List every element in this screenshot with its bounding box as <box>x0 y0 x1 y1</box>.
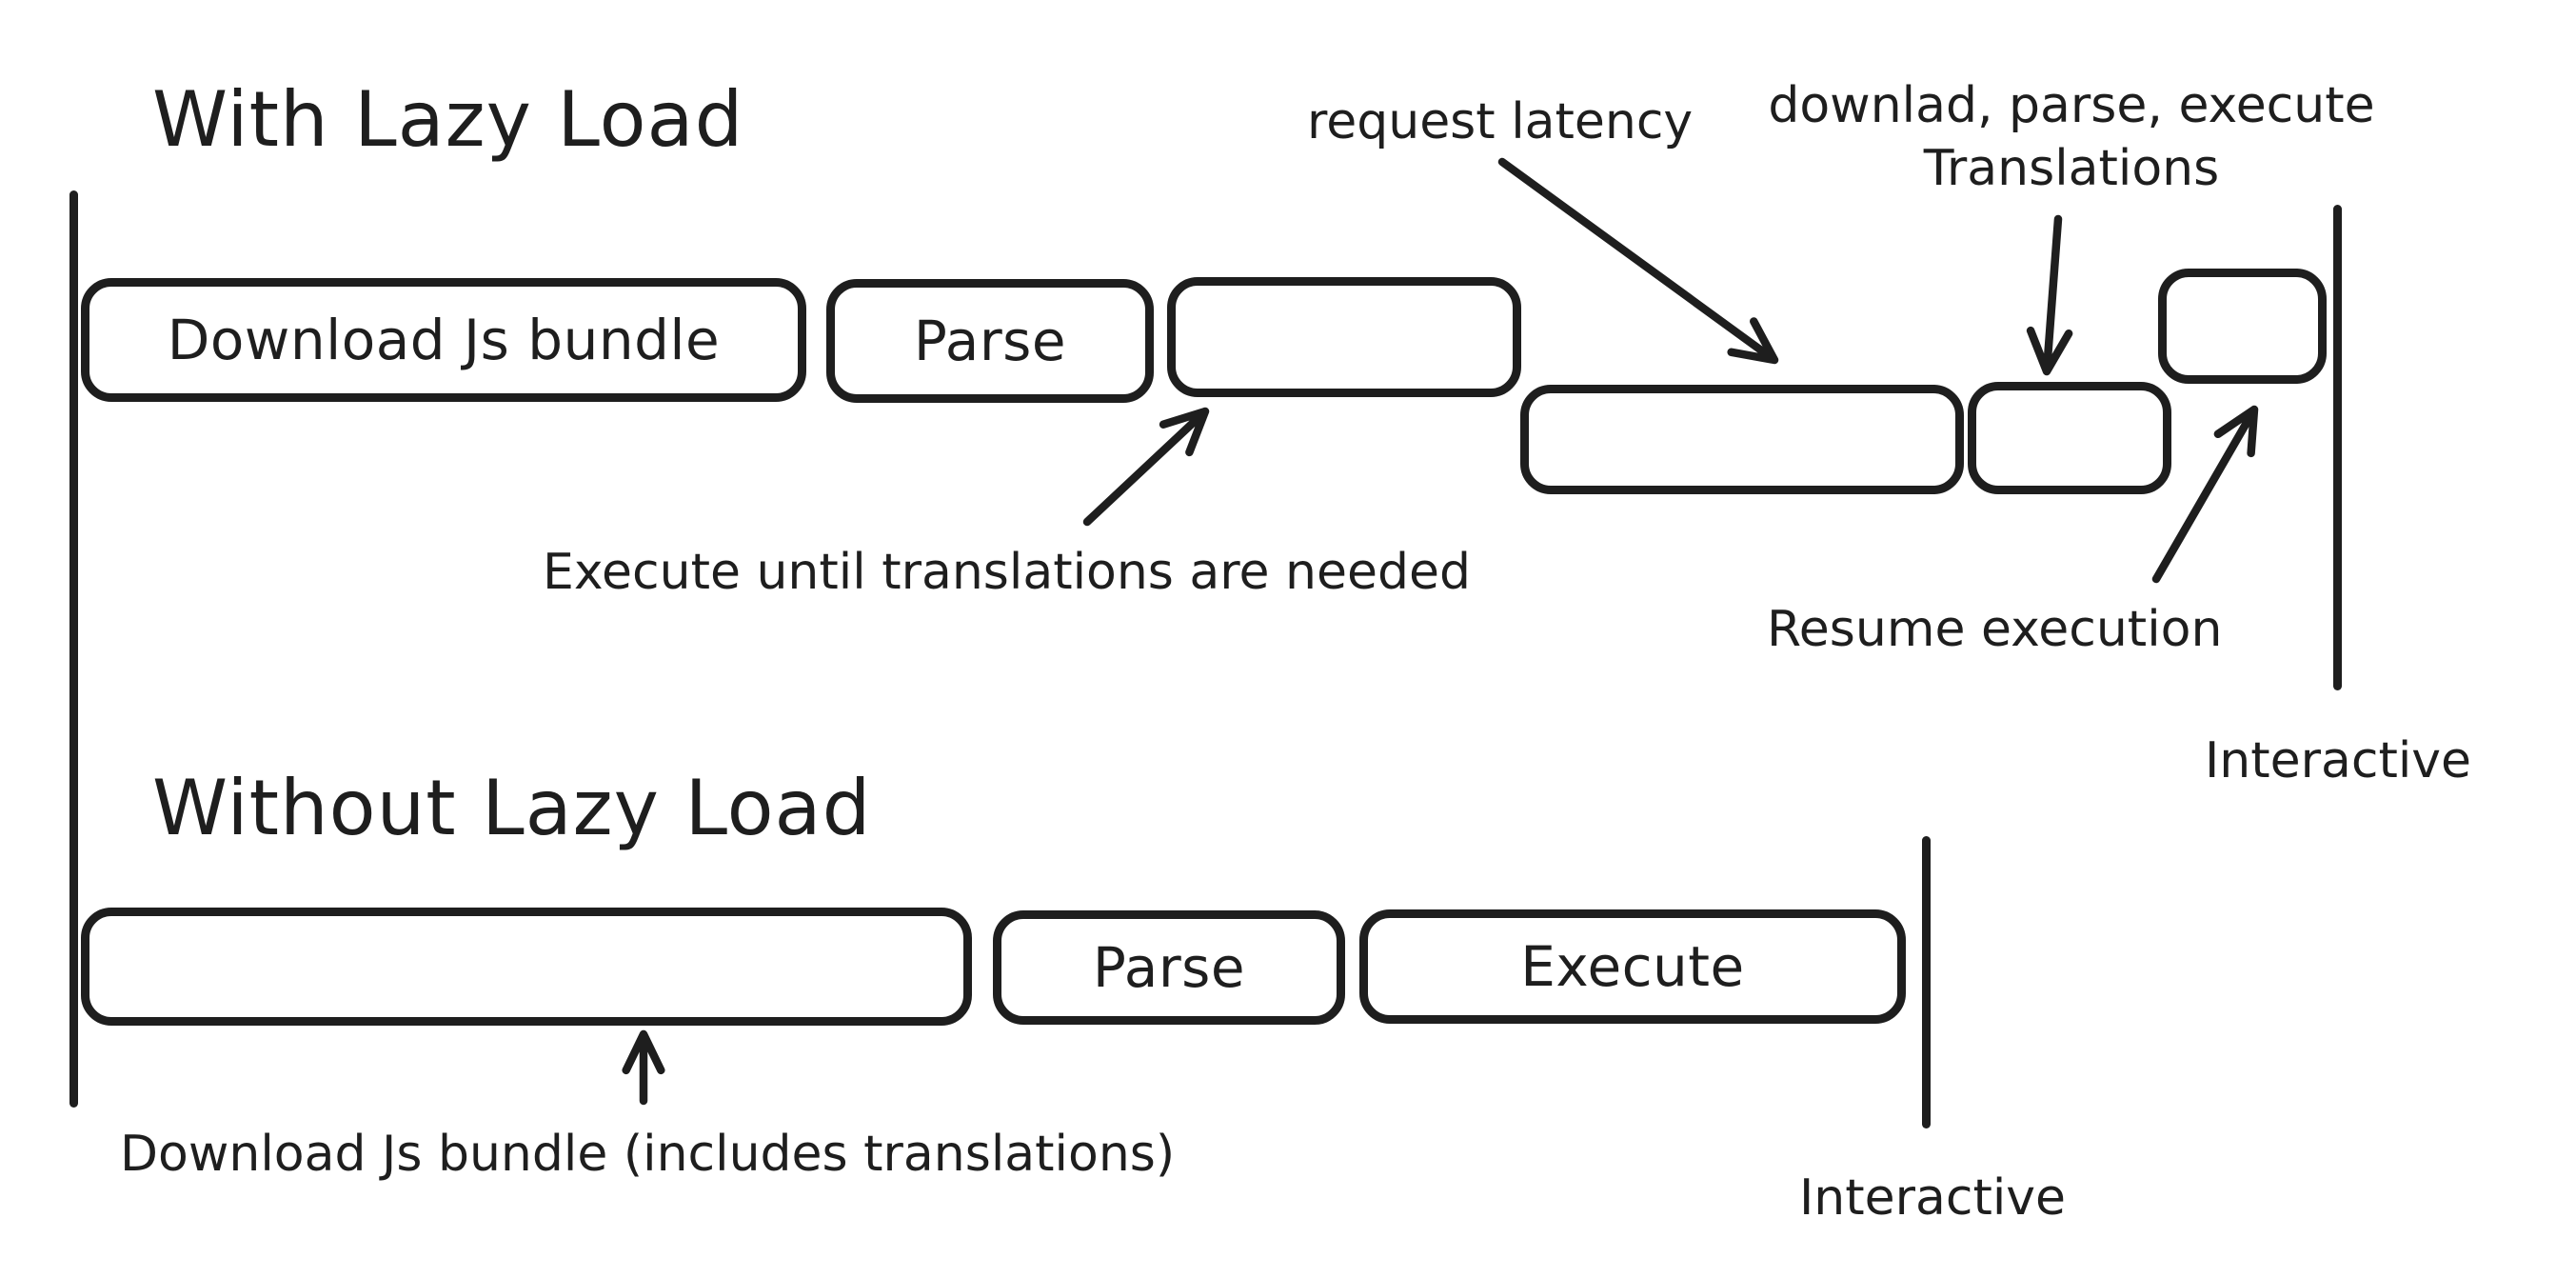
box-parse-nolazy: Parse <box>993 910 1345 1025</box>
box-execute-until-translations <box>1167 277 1521 397</box>
box-download-js-bundle-full <box>81 908 972 1026</box>
box-parse-lazy-label: Parse <box>913 309 1067 373</box>
annotation-request-latency: request latency <box>1307 93 1694 150</box>
download-bundle-arrow-icon <box>622 1029 665 1106</box>
request-latency-arrow-icon <box>1497 157 1779 365</box>
interactive-label-without-lazy: Interactive <box>1798 1169 2067 1227</box>
section-title-without-lazy-load: Without Lazy Load <box>152 764 872 852</box>
box-download-parse-execute-translations <box>1968 382 2171 494</box>
box-download-js-bundle: Download Js bundle <box>81 278 806 402</box>
box-resume-execution <box>2158 269 2327 384</box>
execute-until-arrow-icon <box>1082 407 1210 527</box>
box-parse-nolazy-label: Parse <box>1092 935 1246 1000</box>
annotation-download-includes-translations: Download Js bundle (includes translation… <box>120 1126 1176 1183</box>
interactive-axis-with-lazy <box>2333 205 2342 690</box>
box-execute-nolazy: Execute <box>1359 909 1906 1024</box>
interactive-axis-without-lazy <box>1922 836 1931 1128</box>
translations-arrow-icon <box>2026 214 2073 376</box>
interactive-label-with-lazy: Interactive <box>2204 732 2472 789</box>
box-parse-lazy: Parse <box>826 279 1154 403</box>
annotation-resume-execution: Resume execution <box>1767 601 2223 658</box>
annotation-download-parse-execute-translations: downlad, parse, execute Translations <box>1768 77 2375 197</box>
box-execute-nolazy-label: Execute <box>1520 934 1745 999</box>
box-request-latency <box>1520 385 1964 494</box>
box-download-js-bundle-label: Download Js bundle <box>167 308 721 372</box>
section-title-with-lazy-load: With Lazy Load <box>152 75 744 164</box>
timeline-start-axis <box>69 190 78 1108</box>
annotation-execute-until-translations: Execute until translations are needed <box>543 544 1471 601</box>
